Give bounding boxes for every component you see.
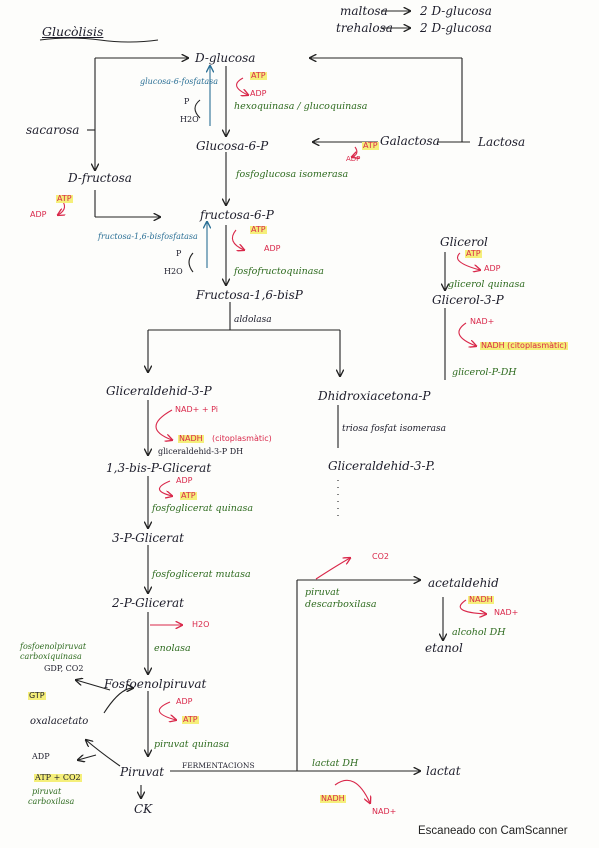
pep-carboxiquinasa-enzyme-line1: fosfoenolpiruvat [20, 642, 87, 651]
atp-galactosa: ATP [362, 141, 379, 150]
fructosa-6p-label: fructosa-6-P [200, 208, 274, 222]
adp-pc: ADP [32, 752, 50, 761]
fructosa-bisfosfatasa-label: fructosa-1,6-bisfosfatasa [98, 232, 198, 241]
hexoquinasa-enzyme: hexoquinasa / glucoquinasa [234, 101, 368, 112]
glucosa-6-fosfatasa-label: glucosa-6-fosfatasa [140, 77, 218, 86]
gdp-co2-pepck: GDP, CO2 [44, 664, 84, 673]
gliceraldehid-dh-enzyme: gliceraldehid-3-P DH [158, 447, 244, 456]
h2o-enolasa: H2O [192, 620, 210, 629]
nadh-gapdh: NADH [178, 434, 204, 443]
nadh-lactat-dh: NADH [320, 794, 346, 803]
adp-fructosa: ADP [30, 210, 47, 219]
nad-alcohol-dh: NAD+ [494, 608, 519, 617]
co2-descarboxilasa: CO2 [372, 552, 389, 561]
nadh-glicerol: NADH (citoplasmàtic) [480, 341, 568, 350]
ck-label: CK [134, 802, 153, 816]
scanner-watermark: Escaneado con CamScanner [418, 825, 568, 837]
lactat-label: lactat [426, 764, 461, 778]
piruvat-carboxilasa-enzyme-line1: piruvat [32, 787, 62, 796]
bisp-glicerat-label: 1,3-bis-P-Glicerat [106, 461, 212, 475]
fermentacions-label: FERMENTACIONS [182, 761, 255, 770]
fosfoglicerat-quinasa-enzyme: fosfoglicerat quinasa [152, 503, 254, 514]
trehalosa-label: trehalosa [336, 21, 393, 35]
atp-glicerol: ATP [465, 249, 482, 258]
lactosa-label: Lactosa [478, 135, 526, 149]
aldolasa-enzyme: aldolasa [234, 315, 272, 325]
nad-glicerol: NAD+ [470, 317, 495, 326]
gtp-pepck: GTP [28, 691, 46, 700]
gliceraldehid-3p-2-label: Gliceraldehid-3-P. [328, 459, 436, 473]
d-glucosa-label: D-glucosa [195, 51, 256, 65]
oxalacetato-label: oxalacetato [30, 716, 89, 727]
3p-glicerat-label: 3-P-Glicerat [112, 531, 184, 545]
piruvat-descarboxilasa-enzyme-line1: piruvat [305, 587, 340, 598]
atp-hexoquinasa: ATP [250, 71, 267, 80]
trehalosa-product-label: 2 D-glucosa [420, 21, 492, 35]
glicerol-quinasa-enzyme: glicerol quinasa [448, 279, 525, 290]
fosfofructoquinasa-enzyme: fosfofructoquinasa [234, 266, 324, 277]
piruvat-descarboxilasa-enzyme-line2: descarboxilasa [305, 599, 377, 610]
adp-galactosa: ADP [346, 155, 361, 163]
d-fructosa-label: D-fructosa [68, 171, 132, 185]
etanol-label: etanol [425, 641, 463, 655]
enolasa-enzyme: enolasa [154, 643, 191, 654]
maltosa-product-label: 2 D-glucosa [420, 4, 492, 18]
adp-hexoquinasa: ADP [250, 89, 267, 98]
gliceraldehid-3p-label: Gliceraldehid-3-P [106, 384, 212, 398]
nad-pi-gapdh: NAD+ + Pi [175, 405, 218, 414]
h2o-fbpasa: H2O [164, 267, 183, 276]
fosfoglicerat-mutasa-enzyme: fosfoglicerat mutasa [152, 569, 251, 580]
maltosa-label: maltosa [340, 4, 388, 18]
atp-fructosa: ATP [56, 194, 73, 203]
piruvat-carboxilasa-enzyme-line2: carboxilasa [28, 797, 75, 806]
pep-label: Fosfoenolpiruvat [104, 677, 207, 691]
citoplasmatic-gapdh: (citoplasmàtic) [212, 434, 272, 443]
fructosa-16bisp-label: Fructosa-1,6-bisP [196, 288, 303, 302]
adp-glicerol: ADP [484, 264, 501, 273]
adp-pk: ADP [176, 697, 193, 706]
dhap-label: Dhidroxiacetona-P [318, 389, 431, 403]
atp-pk: ATP [182, 715, 199, 724]
nadh-alcohol-dh: NADH [468, 595, 494, 604]
alcohol-dh-enzyme: alcohol DH [452, 627, 506, 638]
h2o-glucosa6fosfatasa: H2O [180, 115, 199, 124]
nad-lactat-dh: NAD+ [372, 807, 397, 816]
galactosa-label: Galactosa [380, 134, 440, 148]
acetaldehid-label: acetaldehid [428, 576, 499, 590]
atp-pfk: ATP [250, 225, 267, 234]
triosa-fosfat-isomerasa-enzyme: triosa fosfat isomerasa [342, 424, 447, 434]
glicerol-p-dh-enzyme: glicerol-P-DH [452, 367, 517, 378]
page-title: Glucòlisis [42, 24, 104, 39]
piruvat-quinasa-enzyme: piruvat quinasa [154, 739, 230, 750]
sacarosa-label: sacarosa [26, 123, 80, 137]
2p-glicerat-label: 2-P-Glicerat [112, 596, 184, 610]
p-glucosa6fosfatasa: P [184, 97, 190, 106]
atp-co2-pc: ATP + CO2 [34, 773, 82, 782]
lactat-dh-enzyme: lactat DH [312, 758, 359, 769]
fosfoglucosa-isomerasa-enzyme: fosfoglucosa isomerasa [236, 169, 349, 180]
adp-pfk: ADP [264, 244, 281, 253]
glicerol-3p-label: Glicerol-3-P [432, 293, 504, 307]
glucosa-6p-label: Glucosa-6-P [196, 139, 269, 153]
pep-carboxiquinasa-enzyme-line2: carboxiquinasa [20, 652, 82, 661]
atp-pgk: ATP [180, 491, 197, 500]
p-fbpasa: P [176, 249, 182, 258]
piruvat-label: Piruvat [120, 765, 165, 779]
glicerol-label: Glicerol [440, 235, 488, 249]
adp-pgk: ADP [176, 476, 193, 485]
